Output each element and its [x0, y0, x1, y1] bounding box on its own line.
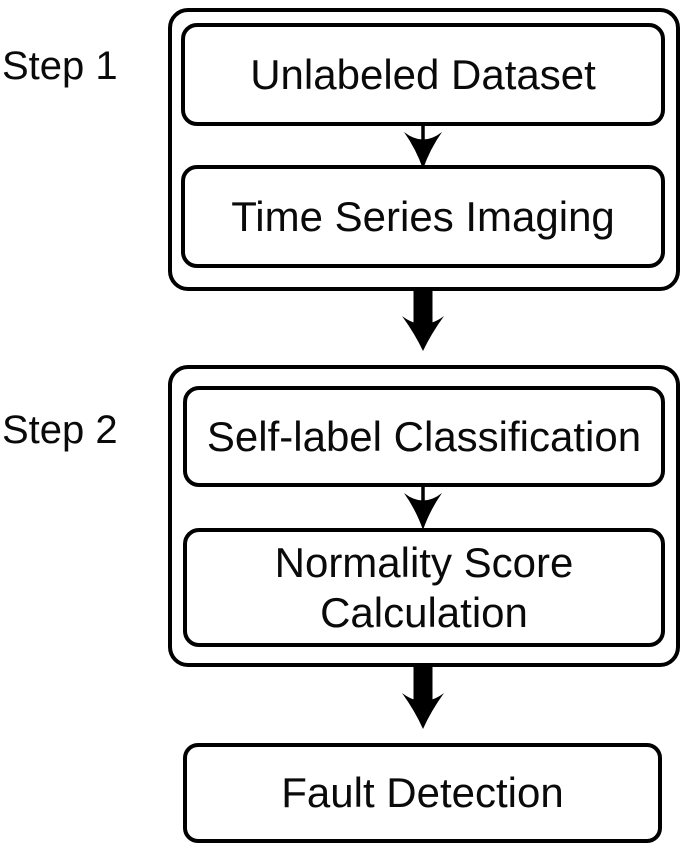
step1-label: Step 1	[2, 44, 118, 88]
node-self-label-classification: Self-label Classification	[183, 386, 665, 487]
node-fault-detection: Fault Detection	[183, 743, 662, 843]
arrow-down-thick-icon	[402, 288, 444, 351]
node-normality-score-calculation-label: Normality Score Calculation	[274, 538, 574, 636]
node-unlabeled-dataset-label: Unlabeled Dataset	[250, 50, 596, 98]
node-time-series-imaging-label: Time Series Imaging	[231, 192, 615, 240]
node-fault-detection-label: Fault Detection	[281, 769, 564, 816]
node-normality-score-calculation: Normality Score Calculation	[183, 528, 665, 647]
arrow-down-thick-icon	[402, 664, 444, 729]
step2-label: Step 2	[2, 408, 118, 452]
node-time-series-imaging: Time Series Imaging	[181, 165, 665, 268]
node-unlabeled-dataset: Unlabeled Dataset	[181, 23, 665, 126]
node-self-label-classification-label: Self-label Classification	[206, 412, 642, 460]
